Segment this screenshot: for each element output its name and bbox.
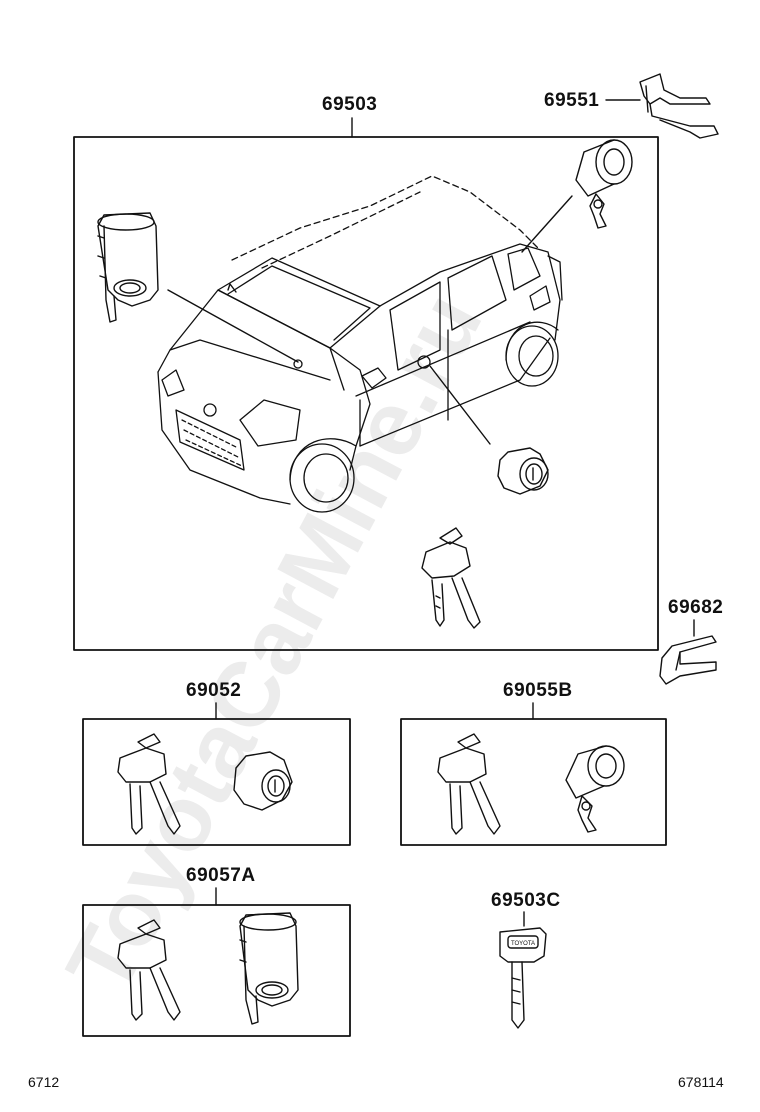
- car-outline: [157, 175, 563, 513]
- door-cylinder-illustration: [429, 365, 549, 495]
- part-label-69551[interactable]: 69551: [544, 90, 600, 111]
- set-69052-frame: [82, 718, 351, 846]
- part-label-69682[interactable]: 69682: [668, 597, 724, 618]
- part-label-69055B[interactable]: 69055B: [503, 680, 573, 701]
- part-label-69052[interactable]: 69052: [186, 680, 242, 701]
- footer-left-code: 6712: [28, 1074, 60, 1090]
- set-69055B-frame: [400, 718, 667, 846]
- main-set-frame: [73, 136, 659, 651]
- key-69503C-illustration: [499, 927, 547, 1029]
- keys-illustration-69055B: [437, 733, 501, 835]
- set-69057A-frame: [82, 904, 351, 1037]
- back-door-cylinder-69055B: [565, 745, 625, 833]
- back-door-cylinder-illustration: [521, 139, 633, 253]
- keys-illustration-main: [421, 527, 481, 629]
- footer-right-code: 678114: [678, 1074, 724, 1090]
- part-label-69503C[interactable]: 69503C: [491, 890, 561, 911]
- ignition-cylinder-69057A: [239, 912, 299, 1025]
- part-label-69057A[interactable]: 69057A: [186, 865, 256, 886]
- clip-69682-illustration: [659, 619, 717, 685]
- ignition-cylinder-illustration: [97, 212, 299, 363]
- clip-69551-illustration: [605, 73, 719, 139]
- door-cylinder-69052: [233, 751, 293, 811]
- keys-illustration-69057A: [117, 919, 181, 1021]
- part-label-69503[interactable]: 69503: [322, 94, 378, 115]
- keys-illustration-69052: [117, 733, 181, 835]
